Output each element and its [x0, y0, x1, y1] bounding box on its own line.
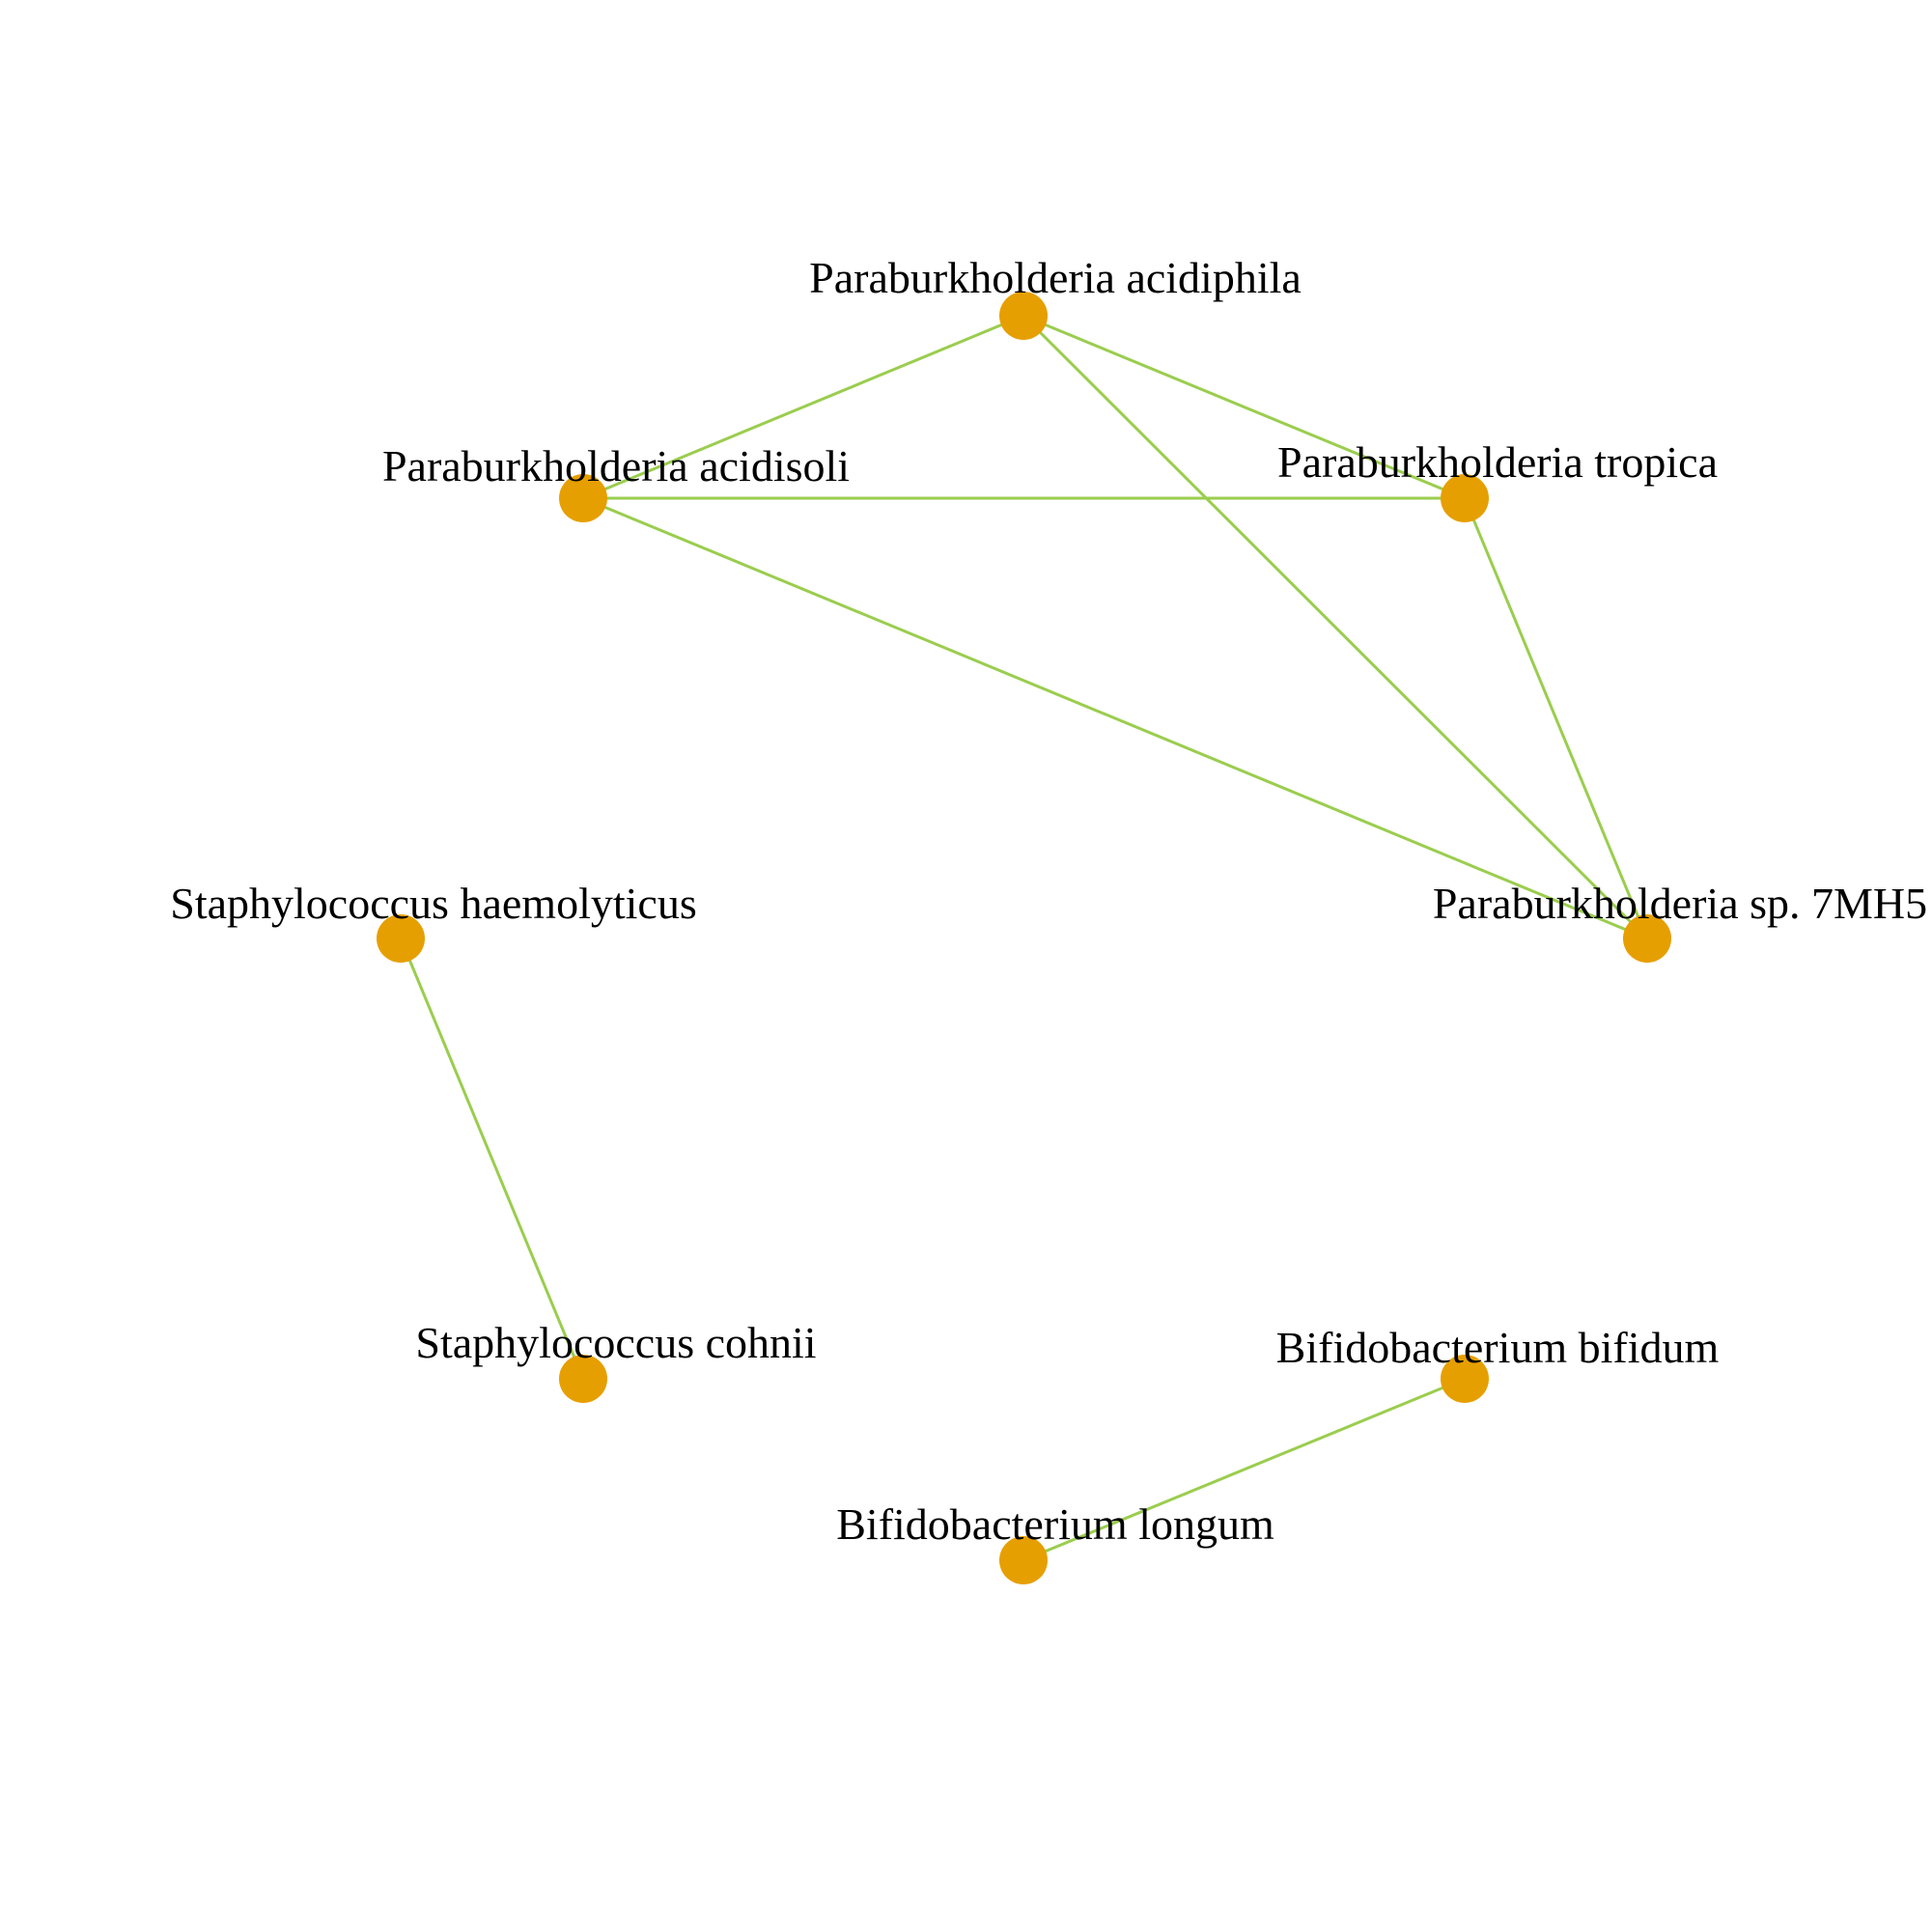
edge-acidiphila-acidisoli [582, 314, 1024, 500]
edges-layer [399, 314, 1649, 1562]
edge-haemolyticus-cohnii [399, 938, 585, 1380]
node-label-tropica: Paraburkholderia tropica [1277, 437, 1718, 487]
node-label-acidiphila: Paraburkholderia acidiphila [809, 253, 1302, 302]
edge-acidiphila-tropica [1022, 314, 1466, 500]
node-label-acidisoli: Paraburkholderia acidisoli [382, 441, 850, 490]
node-tropica [1441, 474, 1489, 522]
nodes-layer [377, 292, 1671, 1584]
node-label-haemolyticus: Staphylococcus haemolyticus [170, 879, 697, 928]
node-acidisoli [559, 474, 607, 522]
node-label-bifidum: Bifidobacterium bifidum [1276, 1323, 1720, 1372]
edge-bifidum-longum [1022, 1377, 1466, 1562]
node-sp7mh5 [1623, 914, 1671, 963]
node-label-cohnii: Staphylococcus cohnii [415, 1318, 816, 1367]
node-cohnii [559, 1355, 607, 1403]
labels-layer: Paraburkholderia acidiphilaParaburkholde… [170, 253, 1927, 1549]
node-label-sp7mh5: Paraburkholderia sp. 7MH5 [1433, 879, 1927, 928]
node-longum [999, 1536, 1048, 1584]
node-bifidum [1441, 1355, 1489, 1403]
node-label-longum: Bifidobacterium longum [836, 1499, 1274, 1549]
edge-acidiphila-sp7mh5 [1022, 314, 1649, 940]
node-haemolyticus [377, 914, 425, 963]
edge-tropica-sp7mh5 [1463, 497, 1649, 939]
edge-acidisoli-sp7mh5 [582, 496, 1648, 940]
node-acidiphila [999, 292, 1048, 340]
